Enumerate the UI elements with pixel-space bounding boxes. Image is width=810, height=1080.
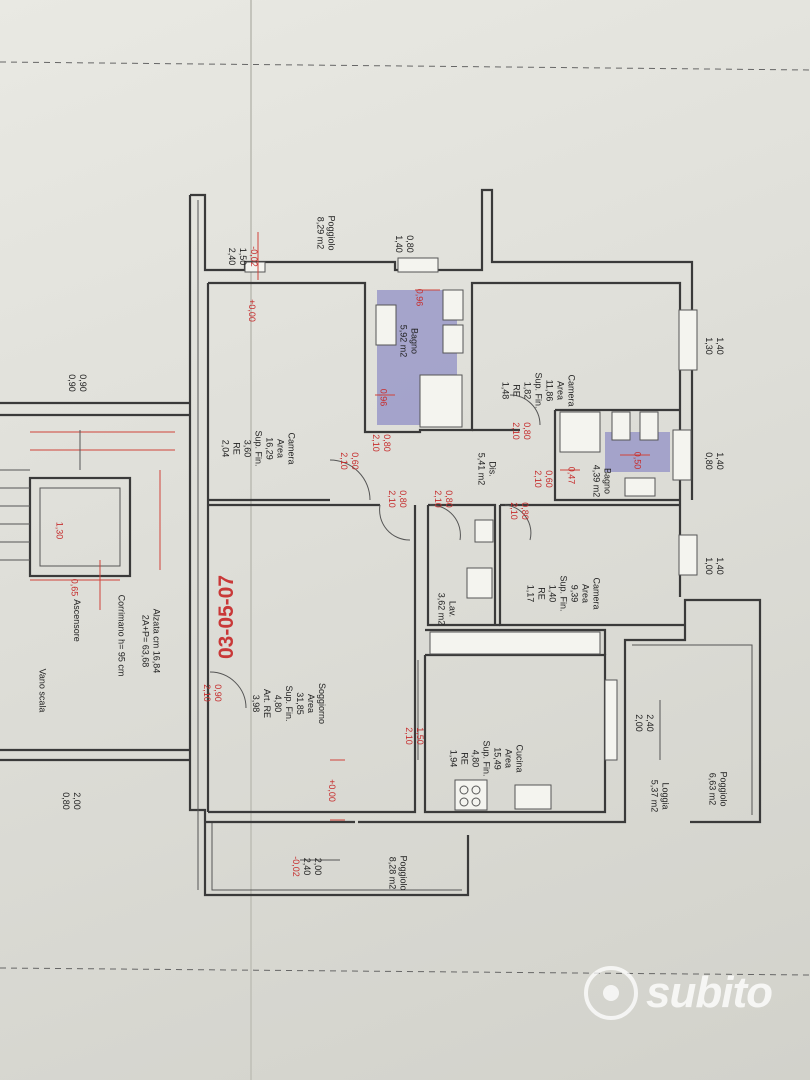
- window-bagno1: [397, 257, 439, 273]
- bidet-2: [639, 411, 659, 441]
- dim-lift: 1,30: [54, 521, 65, 540]
- door-swing-4: [429, 504, 461, 541]
- kitchen-hob: [454, 779, 488, 811]
- wall-soggiorno-east: [208, 505, 417, 814]
- window-camera3: [678, 534, 698, 576]
- door-swing-5: [504, 504, 532, 541]
- wall-cucina: [423, 653, 607, 814]
- wall-loggia-inner: [632, 644, 753, 815]
- lift-shaft-inner: [39, 487, 121, 567]
- toilet-1: [442, 289, 464, 321]
- wall-west: [188, 195, 470, 897]
- level-camera1: +0,00: [246, 299, 257, 322]
- door-swing-3: [379, 504, 411, 541]
- window-camera1: [244, 261, 266, 273]
- toilet-2: [611, 411, 631, 441]
- paper-fold-line: [250, 0, 252, 1080]
- wall-north: [190, 188, 694, 500]
- lift-shaft-outer: [28, 476, 132, 578]
- sink-2: [624, 477, 656, 497]
- wall-rooms-north: [208, 281, 682, 597]
- wall-lav-box: [428, 503, 497, 625]
- kitchen-upper-cabinets: [429, 631, 601, 655]
- label-corrimano: Corrimano h= 95 cm: [116, 594, 127, 677]
- door-swing-1: [329, 459, 371, 501]
- dim-bagno1-b: 0,96: [378, 388, 389, 407]
- label-lav: Lav.3,62 m2: [436, 592, 458, 626]
- stair-wall-south: [0, 748, 190, 762]
- stair-dimension-lines: [30, 431, 175, 581]
- date-stamp: 03-05-07: [215, 574, 239, 660]
- bathtub-1: [419, 374, 463, 428]
- bidet-1: [442, 324, 464, 354]
- sheet-border-top: [0, 61, 810, 71]
- wall-cucina-top: [425, 628, 607, 655]
- dim-bagno2-a: 0,47: [566, 466, 577, 485]
- wall-bagno2-box: [553, 410, 680, 502]
- door-swing-2: [509, 394, 541, 426]
- window-bagno2: [672, 429, 692, 481]
- shower-2: [559, 411, 601, 453]
- level-soggiorno: +0,00: [326, 779, 337, 802]
- stair-steps: [0, 469, 30, 561]
- stair-wall-north: [0, 401, 190, 417]
- wall-lav-west: [426, 505, 500, 627]
- wall-balcony-bottom-inner: [211, 822, 462, 891]
- wall-loggia: [358, 598, 762, 824]
- sheet-border-bottom: [0, 967, 810, 976]
- subito-watermark: subito: [584, 966, 773, 1020]
- door-swing-entry: [209, 671, 247, 709]
- lav-boiler: [474, 519, 494, 543]
- dim-lift-small: 0,65: [69, 578, 80, 597]
- sink-1: [375, 304, 397, 346]
- window-camera2: [678, 309, 698, 371]
- dim-bagno2-b: 0,50: [632, 451, 643, 470]
- label-dis: Dis.5,41 m2: [476, 452, 498, 486]
- label-vano-scala: Vano scala: [37, 668, 48, 713]
- label-ascensore: Ascensore: [71, 599, 82, 642]
- subito-wordmark: subito: [646, 968, 773, 1017]
- window-cucina: [604, 679, 618, 761]
- red-dimension-marks: [257, 232, 650, 821]
- lav-washer: [466, 567, 493, 599]
- dim-bagno1-a: 0,96: [414, 288, 425, 307]
- kitchen-sink: [514, 784, 552, 810]
- subito-logo-icon: [584, 966, 639, 1020]
